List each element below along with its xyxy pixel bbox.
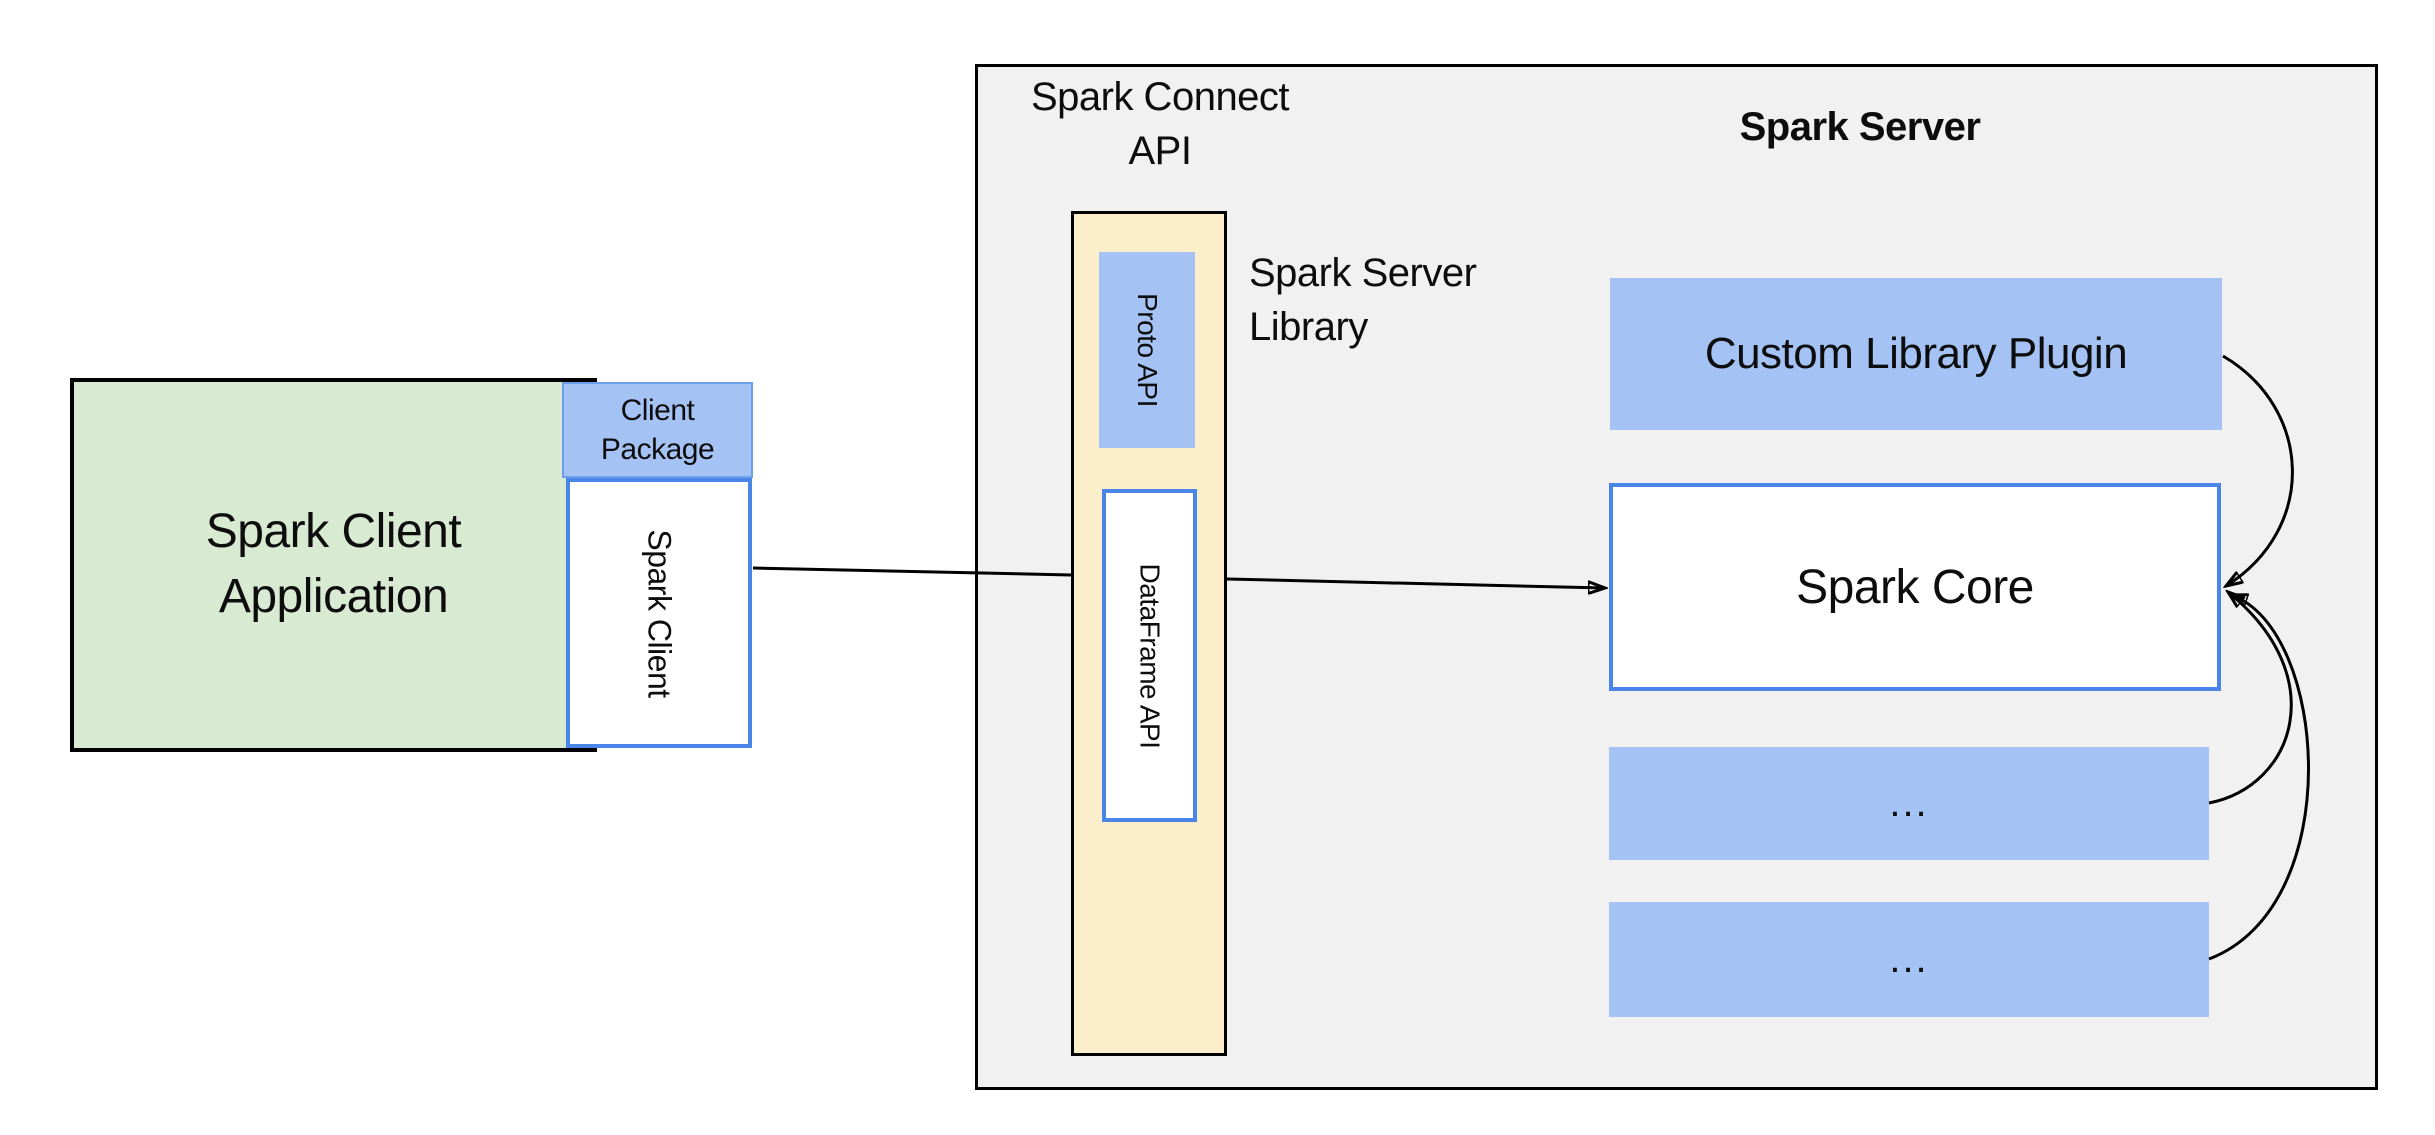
dataframe-api-box: DataFrame API [1102,489,1197,822]
spark-client-application-box: Spark Client Application [70,378,597,752]
spark-client-label: Spark Client [641,528,678,698]
proto-api-label: Proto API [1132,293,1164,407]
plugin-slot-1-box: ... [1609,747,2209,860]
spark-core-box: Spark Core [1609,483,2221,691]
client-package-label: Client Package [600,394,715,466]
spark-server-library-caption: Spark Server Library [1249,251,1477,349]
proto-api-box: Proto API [1099,252,1195,448]
spark-client-application-label: Spark Client Application [205,505,462,623]
spark-core-label: Spark Core [1796,560,2034,614]
plugin-slot-1-label: ... [1889,781,1929,825]
spark-client-box: Spark Client [566,478,752,748]
custom-library-plugin-label: Custom Library Plugin [1704,329,2128,378]
plugin-slot-2-box: ... [1609,902,2209,1017]
plugin-slot-2-label: ... [1889,937,1929,981]
dataframe-api-label: DataFrame API [1134,563,1166,748]
spark-server-title: Spark Server [1739,105,1981,149]
spark-connect-api-title: Spark Connect API [1030,75,1290,173]
custom-library-plugin-box: Custom Library Plugin [1610,278,2222,430]
client-package-box: Client Package [562,382,753,478]
